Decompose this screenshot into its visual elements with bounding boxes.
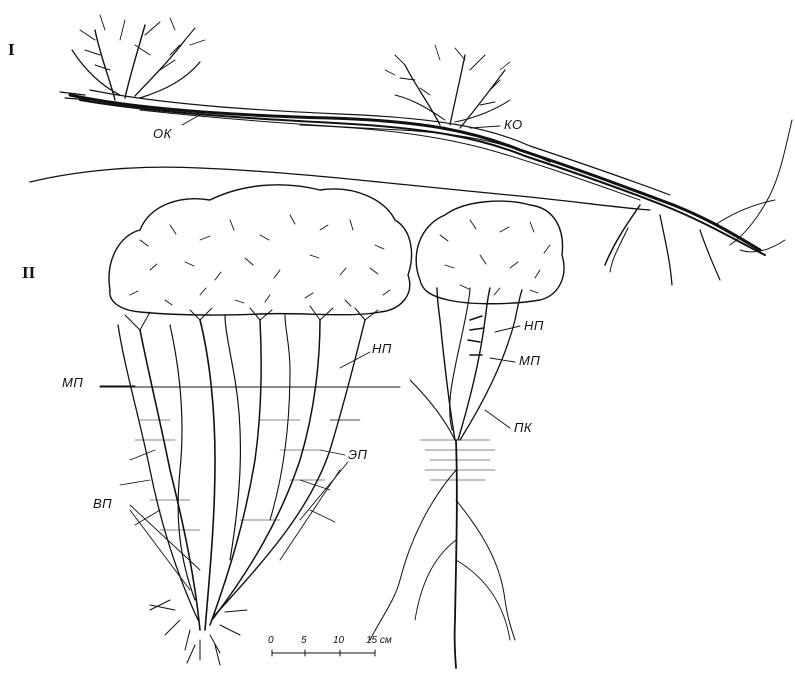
scale-tick-10: 10 [333,635,344,646]
label-ep: ЭП [348,447,367,462]
label-mp-left: МП [62,375,83,390]
label-pk: ПК [514,420,532,435]
bush-plant-left [100,185,412,665]
section-label-two: II [22,263,35,283]
scale-tick-0: 0 [268,635,274,646]
scale-tick-5: 5 [301,635,307,646]
section-label-one: I [8,40,15,60]
bush-plant-right [370,201,564,668]
scale-tick-15-cm: 15 см [366,635,392,646]
label-np-left: НП [372,341,392,356]
label-ko: КО [504,117,523,132]
label-mp-right: МП [519,353,540,368]
scale-bar [272,650,375,656]
label-ok: ОК [153,126,172,141]
label-vp: ВП [93,496,112,511]
label-np-right: НП [524,318,544,333]
